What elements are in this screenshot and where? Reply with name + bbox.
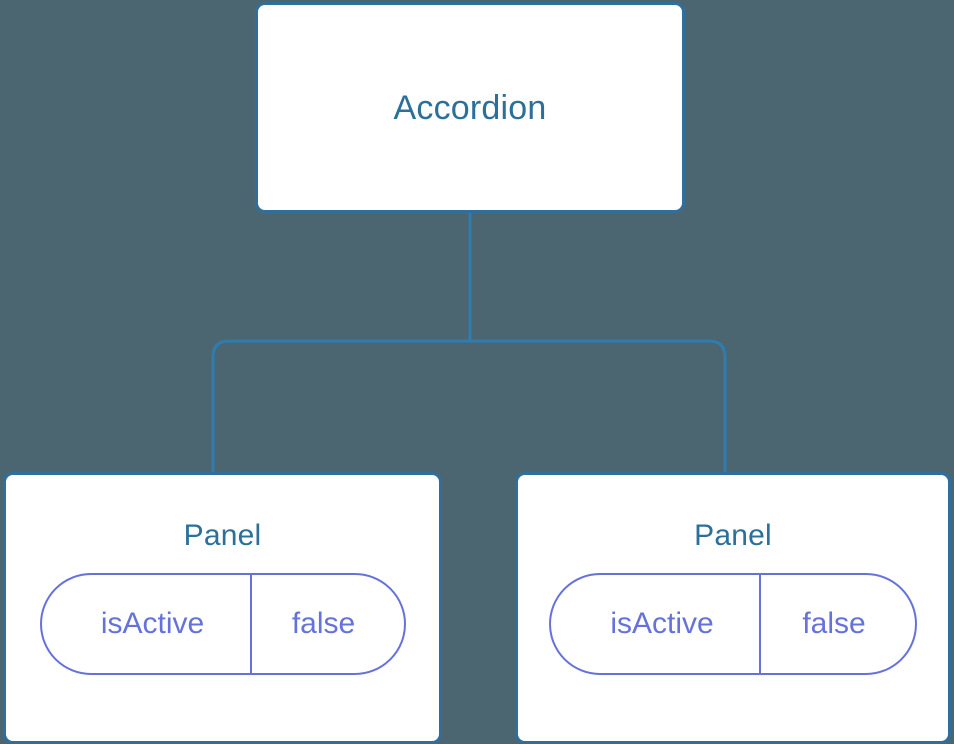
node-panel-right-title: Panel bbox=[694, 519, 772, 552]
node-accordion-title: Accordion bbox=[393, 88, 547, 127]
node-accordion[interactable]: Accordion bbox=[255, 2, 685, 213]
node-panel-right[interactable]: Panel isActive false bbox=[515, 472, 951, 744]
prop-value-right: false bbox=[802, 607, 866, 640]
prop-pill-right: isActive false bbox=[549, 573, 917, 675]
node-panel-left[interactable]: Panel isActive false bbox=[3, 472, 442, 744]
connector-branch-bus bbox=[211, 339, 727, 472]
prop-key-right: isActive bbox=[551, 575, 761, 673]
node-panel-left-title: Panel bbox=[183, 519, 262, 552]
prop-key-left: isActive bbox=[42, 575, 252, 673]
prop-value-left: false bbox=[291, 607, 356, 640]
prop-pill-left: isActive false bbox=[39, 573, 406, 675]
